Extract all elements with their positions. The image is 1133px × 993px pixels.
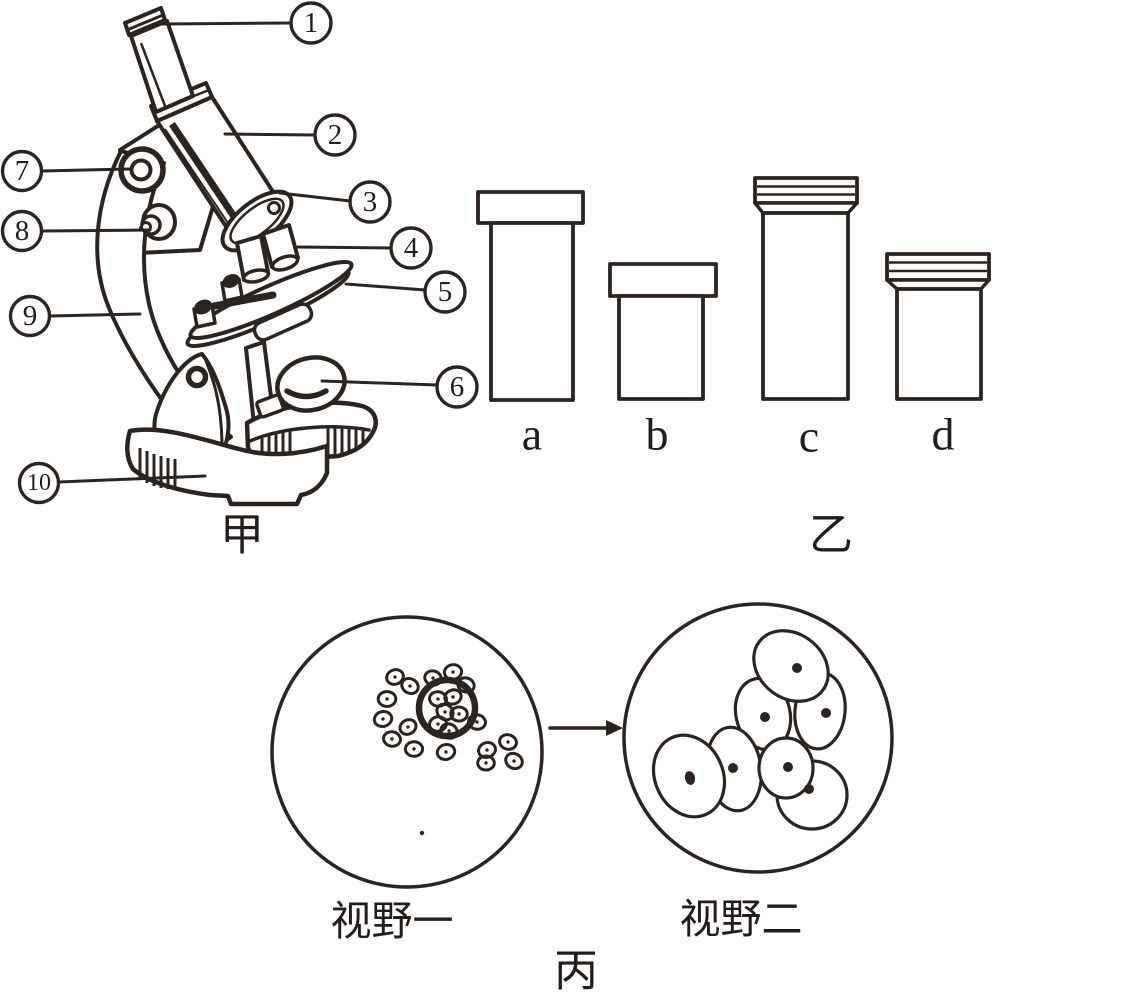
callout-9: 9 <box>8 294 142 338</box>
lens-panel: a b c d 乙 <box>476 176 991 561</box>
callout-6-number: 6 <box>450 371 465 403</box>
eyepiece-b: b <box>608 262 718 460</box>
stage <box>185 259 354 436</box>
stage-aperture-slot <box>210 291 277 310</box>
inclination-joint <box>152 352 231 450</box>
cell <box>376 690 398 708</box>
cell <box>403 740 425 758</box>
lens-d-label: d <box>932 409 955 460</box>
field-panel: 视野一 <box>270 602 894 993</box>
stage-top <box>188 259 354 341</box>
callout-6: 6 <box>320 365 479 409</box>
cell <box>504 751 524 771</box>
cell-nuclei <box>684 663 831 794</box>
base-front-lobe <box>125 427 330 507</box>
callout-4-number: 4 <box>404 232 419 264</box>
objective-lens-left <box>235 234 271 284</box>
cell <box>443 688 463 706</box>
view-2-cells <box>651 629 849 831</box>
panel-jia-label: 甲 <box>220 510 264 561</box>
callout-5: 5 <box>344 270 467 314</box>
callout-3: 3 <box>278 180 392 224</box>
eyepiece-a: a <box>476 190 585 460</box>
cell <box>476 754 496 772</box>
callouts: 1 2 3 4 5 <box>0 1 479 505</box>
highlight-ring <box>415 676 479 740</box>
callout-8: 8 <box>0 209 152 253</box>
view-2-circle <box>622 602 894 874</box>
view-2-label: 视野二 <box>680 895 803 943</box>
revolving-nosepiece <box>220 189 294 253</box>
stage-clip-cap-1 <box>222 274 240 288</box>
callout-2-number: 2 <box>328 119 343 151</box>
arrow-head-icon <box>606 720 623 736</box>
lens-c-label: c <box>799 411 819 462</box>
panel-yi-label: 乙 <box>809 510 853 561</box>
nosepiece-hole <box>267 201 281 215</box>
rack-stripe <box>169 122 244 229</box>
cell <box>382 730 402 748</box>
callout-7: 7 <box>0 149 132 193</box>
cell <box>372 709 394 729</box>
callout-9-number: 9 <box>23 300 38 332</box>
lens-b-label: b <box>646 409 669 460</box>
callout-4: 4 <box>296 226 433 270</box>
stage-clip-cap-2 <box>193 299 213 315</box>
cell <box>498 733 518 751</box>
cell <box>398 718 418 736</box>
magnify-arrow <box>548 720 623 736</box>
callout-10: 10 <box>17 461 207 505</box>
mirror <box>255 355 347 419</box>
mirror-reflection-arc <box>284 388 329 400</box>
pivot-screw <box>185 365 209 389</box>
callout-7-number: 7 <box>15 155 30 187</box>
objective-c: c <box>753 176 859 462</box>
cell <box>449 705 469 723</box>
view-1-circle <box>270 615 544 889</box>
callout-2: 2 <box>223 113 357 157</box>
callout-10-number: 10 <box>27 470 51 496</box>
tube-assembly <box>123 6 279 233</box>
objective-d: d <box>885 252 991 460</box>
callout-8-number: 8 <box>15 215 30 247</box>
cell <box>385 668 405 686</box>
callout-5-number: 5 <box>438 276 453 308</box>
cell <box>400 676 420 696</box>
callout-1: 1 <box>161 1 333 45</box>
stage-bracket <box>252 302 314 342</box>
microscope-panel: 1 2 3 4 5 <box>0 1 479 561</box>
callout-3-number: 3 <box>363 186 378 218</box>
objective-lens-right <box>261 223 300 272</box>
callout-1-number: 1 <box>304 7 319 39</box>
panel-bing-label: 丙 <box>554 946 598 993</box>
base <box>125 400 378 507</box>
view-2: 视野二 <box>622 602 894 943</box>
lens-a-label: a <box>522 409 542 460</box>
view-1-label: 视野一 <box>331 897 454 945</box>
view-1: 视野一 <box>270 615 544 945</box>
stray-speck <box>419 830 425 836</box>
cell <box>435 742 457 762</box>
cell <box>752 629 830 703</box>
